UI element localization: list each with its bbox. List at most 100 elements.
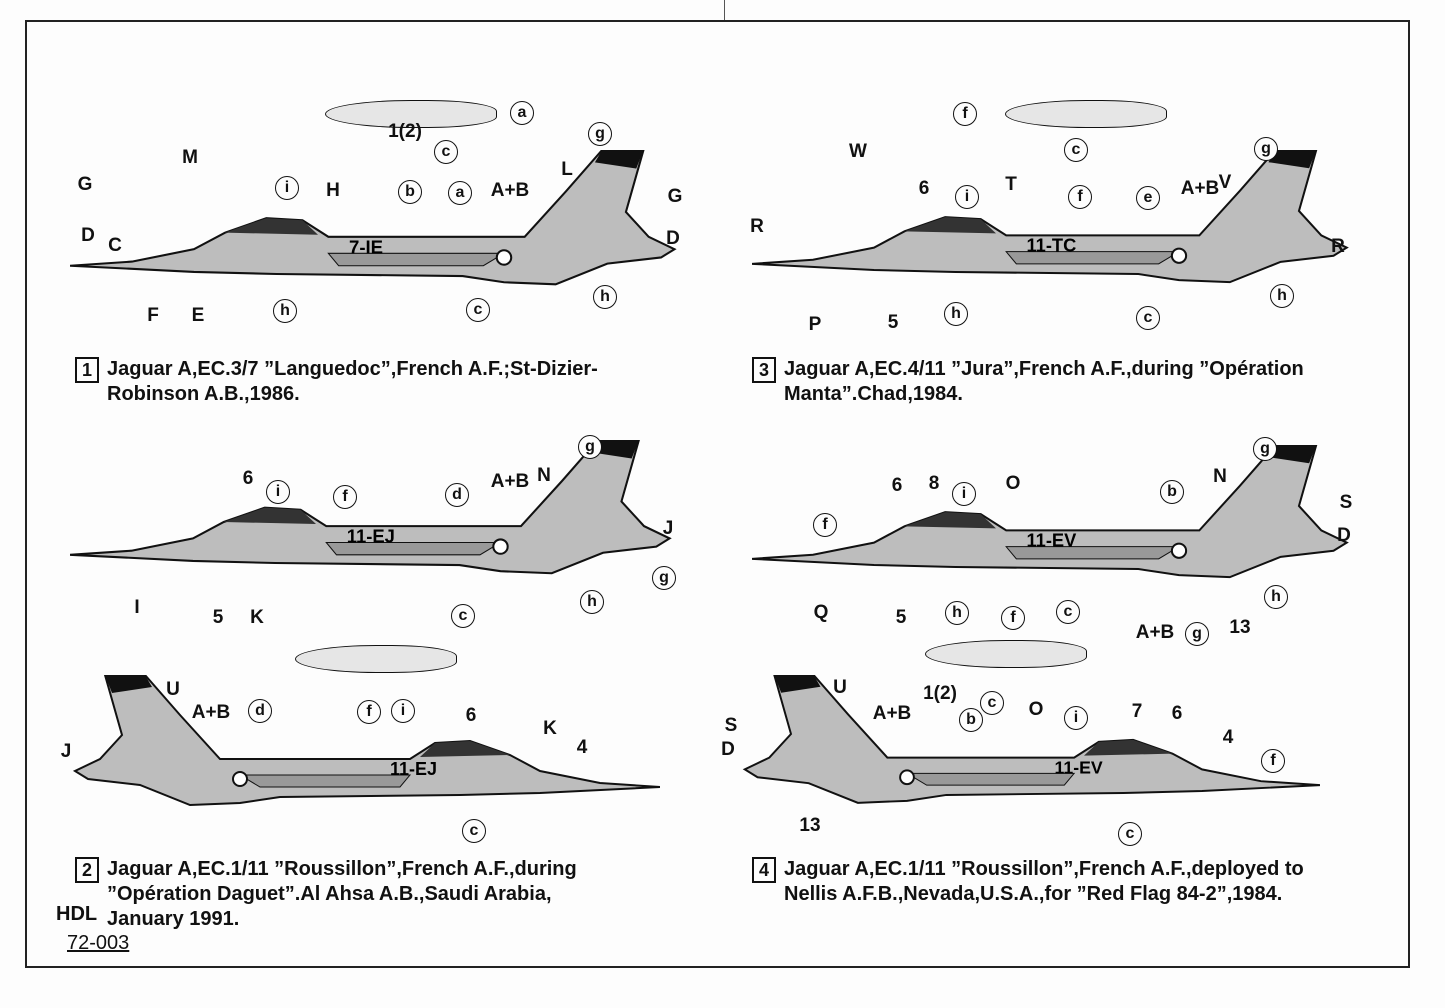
stencil-callout: g bbox=[1253, 437, 1277, 461]
decal-label: P bbox=[808, 314, 822, 335]
roundel bbox=[495, 249, 513, 266]
wing bbox=[325, 541, 503, 556]
stencil-callout: f bbox=[1261, 749, 1285, 773]
caption-3: 3 Jaguar A,EC.4/11 ”Jura”,French A.F.,du… bbox=[752, 357, 1304, 407]
canopy bbox=[223, 507, 316, 525]
wing bbox=[1005, 546, 1181, 560]
decal-label: A+B bbox=[872, 703, 912, 724]
wing bbox=[1005, 251, 1181, 265]
decal-label: S bbox=[724, 715, 738, 736]
decal-label: C bbox=[108, 235, 122, 256]
code-marking: 11-TC bbox=[1027, 235, 1077, 256]
fold-line bbox=[724, 0, 725, 20]
stencil-callout: a bbox=[448, 181, 472, 205]
decal-label: A+B bbox=[1135, 622, 1175, 643]
stencil-callout: c bbox=[434, 140, 458, 164]
decal-label: 5 bbox=[887, 312, 899, 333]
fin-stripe bbox=[594, 150, 644, 169]
stencil-callout: c bbox=[466, 298, 490, 322]
wing bbox=[905, 772, 1076, 786]
decal-label: A+B bbox=[490, 180, 530, 201]
decal-label: H bbox=[326, 180, 340, 201]
decal-label: R bbox=[750, 216, 764, 237]
stencil-callout: c bbox=[462, 819, 486, 843]
decal-label: F bbox=[147, 305, 159, 326]
code-marking: 11-EV bbox=[1054, 757, 1102, 777]
stencil-callout: i bbox=[1064, 706, 1088, 730]
decal-label: 1(2) bbox=[388, 121, 422, 142]
stencil-callout: h bbox=[945, 601, 969, 625]
decal-label: 4 bbox=[576, 737, 588, 758]
aircraft-profile: 11-EV bbox=[742, 675, 1320, 804]
canopy bbox=[225, 218, 319, 235]
stencil-callout: i bbox=[952, 482, 976, 506]
stencil-callout: c bbox=[1056, 600, 1080, 624]
stencil-callout: h bbox=[593, 285, 617, 309]
decal-label: 4 bbox=[1222, 727, 1234, 748]
decal-label: 6 bbox=[918, 178, 930, 199]
profile-number: 3 bbox=[752, 357, 776, 383]
wing bbox=[238, 774, 412, 788]
decal-label: A+B bbox=[1180, 178, 1220, 199]
stencil-callout: b bbox=[398, 180, 422, 204]
stencil-callout: i bbox=[275, 176, 299, 200]
caption-line: Nellis A.F.B.,Nevada,U.S.A.,for ”Red Fla… bbox=[784, 883, 1283, 905]
stencil-callout: c bbox=[1136, 306, 1160, 330]
decal-label: N bbox=[1213, 466, 1227, 487]
hdl-logo: HDL bbox=[56, 903, 98, 925]
stencil-callout: i bbox=[955, 185, 979, 209]
fin-stripe bbox=[590, 440, 639, 459]
roundel bbox=[232, 771, 248, 787]
decal-label: 6 bbox=[242, 468, 254, 489]
decal-label: D bbox=[721, 739, 735, 760]
decal-label: 13 bbox=[1229, 617, 1251, 638]
code-marking: 7-IE bbox=[349, 236, 383, 257]
decal-label: D bbox=[1337, 525, 1351, 546]
decal-label: J bbox=[662, 518, 674, 539]
stencil-callout: f bbox=[813, 513, 837, 537]
fin-stripe bbox=[1268, 150, 1317, 169]
fin-stripe bbox=[1268, 445, 1317, 464]
roundel bbox=[899, 769, 915, 786]
stencil-callout: h bbox=[580, 590, 604, 614]
caption-line: Jaguar A,EC.1/11 ”Roussillon”,French A.F… bbox=[107, 858, 577, 880]
caption-line: Jaguar A,EC.4/11 ”Jura”,French A.F.,duri… bbox=[784, 358, 1304, 380]
code-marking: 11-EJ bbox=[390, 759, 437, 779]
stencil-callout: c bbox=[1064, 138, 1088, 162]
stencil-callout: g bbox=[1185, 622, 1209, 646]
roundel bbox=[492, 538, 509, 555]
caption-line: ”Opération Daguet”.Al Ahsa A.B.,Saudi Ar… bbox=[107, 883, 552, 905]
decal-label: 7 bbox=[1131, 701, 1143, 722]
canopy bbox=[420, 741, 510, 757]
decal-label: O bbox=[1028, 699, 1044, 720]
canopy bbox=[1083, 739, 1173, 756]
decal-label: D bbox=[81, 225, 95, 246]
code-marking: 11-EJ bbox=[347, 526, 395, 547]
stencil-callout: g bbox=[1254, 137, 1278, 161]
sheet-border bbox=[25, 20, 1410, 968]
aircraft-profile: 11-TC bbox=[752, 150, 1349, 284]
stencil-callout: a bbox=[510, 101, 534, 125]
decal-label: D bbox=[666, 228, 680, 249]
stencil-callout: g bbox=[578, 435, 602, 459]
decal-label: V bbox=[1218, 172, 1232, 193]
stencil-callout: c bbox=[980, 691, 1004, 715]
decal-label: 1(2) bbox=[923, 683, 957, 704]
decal-label: K bbox=[250, 607, 264, 628]
caption-4: 4 Jaguar A,EC.1/11 ”Roussillon”,French A… bbox=[752, 857, 1304, 907]
wing bbox=[327, 252, 506, 267]
stencil-callout: f bbox=[953, 102, 977, 126]
stencil-callout: f bbox=[357, 700, 381, 724]
decal-label: W bbox=[849, 141, 867, 162]
decal-label: 8 bbox=[928, 473, 940, 494]
fin-stripe bbox=[105, 675, 152, 693]
decal-label: A+B bbox=[191, 702, 231, 723]
profile-number: 2 bbox=[75, 857, 99, 883]
profile-number: 1 bbox=[75, 357, 99, 383]
stencil-callout: e bbox=[1136, 186, 1160, 210]
decal-label: K bbox=[543, 718, 557, 739]
caption-line: Manta”.Chad,1984. bbox=[784, 383, 963, 405]
stencil-callout: d bbox=[248, 699, 272, 723]
profile-number: 4 bbox=[752, 857, 776, 883]
